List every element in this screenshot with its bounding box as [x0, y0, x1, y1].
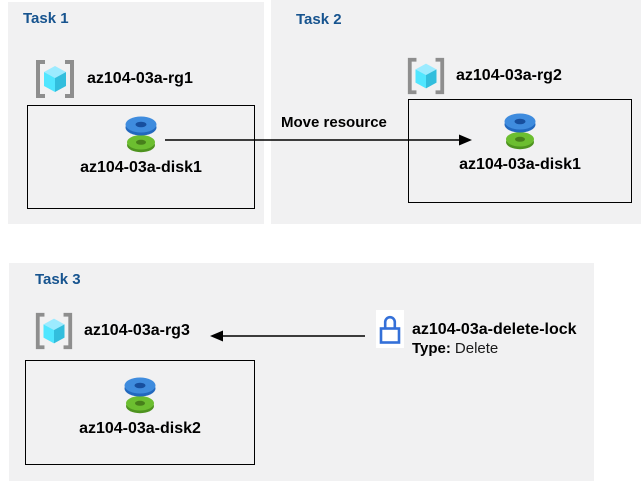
resource-group-label: az104-03a-rg3: [84, 322, 190, 339]
resource-group-label: az104-03a-rg2: [456, 67, 562, 84]
task1-title: Task 1: [23, 10, 69, 27]
task3-panel: [9, 263, 594, 481]
resource-group-icon: [36, 60, 74, 98]
resource-group-icon: [35, 312, 73, 350]
task3-resource-box: az104-03a-disk2: [25, 360, 255, 465]
lock-type-label: Type:: [412, 340, 451, 357]
task1-resource-box: az104-03a-disk1: [27, 105, 255, 209]
task2-panel: [271, 0, 641, 224]
task2-resource-box: az104-03a-disk1: [408, 99, 632, 203]
disk-label: az104-03a-disk2: [79, 420, 201, 437]
lock-type-line: Type:Delete: [412, 340, 498, 357]
lock-type-value: Delete: [454, 340, 499, 357]
task1-panel: [8, 2, 264, 224]
disk-icon: [125, 116, 157, 153]
lock-icon: [379, 315, 401, 344]
disk-icon: [504, 113, 536, 150]
disk-icon: [124, 377, 156, 414]
move-resource-label: Move resource: [281, 114, 387, 131]
disk-label: az104-03a-disk1: [459, 156, 581, 173]
resource-group-icon: [407, 57, 445, 95]
resource-group-label: az104-03a-rg1: [87, 70, 193, 87]
lock-chip: [376, 310, 404, 348]
task2-title: Task 2: [296, 11, 342, 28]
lock-name-label: az104-03a-delete-lock: [412, 321, 577, 338]
task3-title: Task 3: [35, 271, 81, 288]
disk-label: az104-03a-disk1: [80, 159, 202, 176]
